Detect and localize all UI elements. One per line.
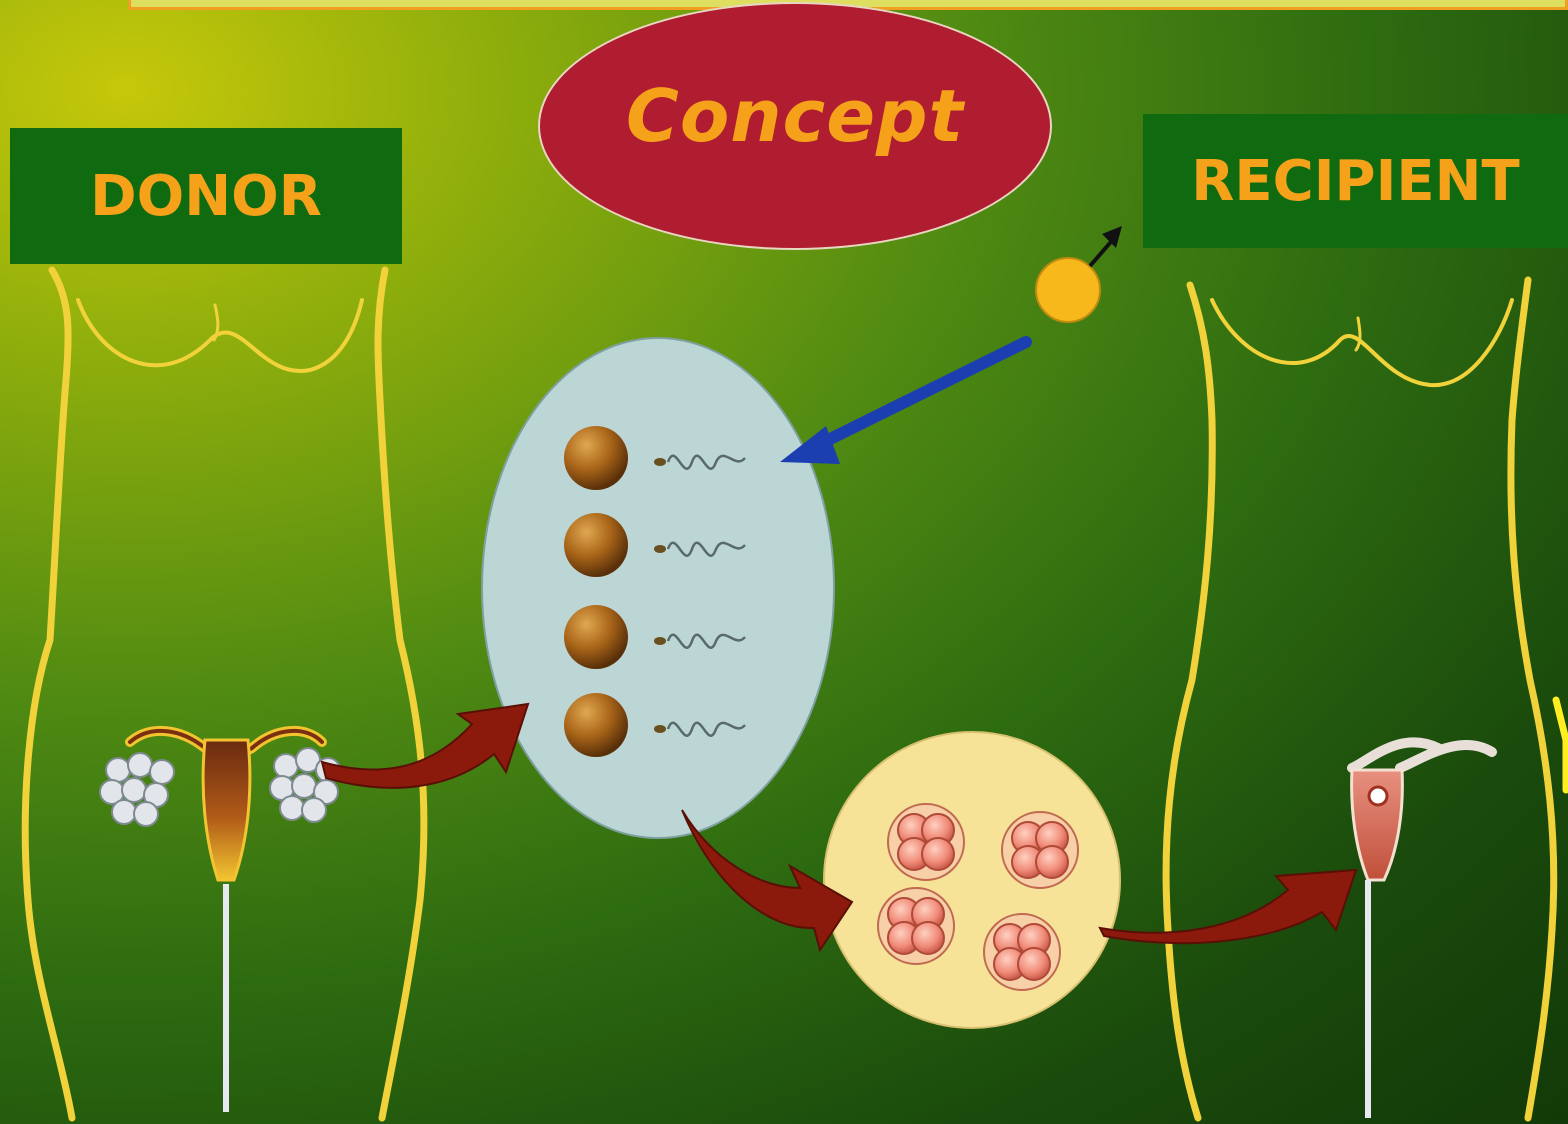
embryo-to-recipient-arrow (1098, 868, 1358, 945)
donor-body-outline (21, 266, 428, 1122)
embryo-cluster (877, 803, 1079, 991)
oocyte-culture-dish (481, 337, 835, 839)
donor-label: DONOR (90, 163, 322, 229)
donor-to-dish-arrow (320, 702, 530, 789)
donor-ovary-left (99, 752, 175, 827)
page-title: Concept (625, 74, 965, 158)
sperm-input-arrow (780, 336, 1032, 464)
donor-label-box: DONOR (10, 128, 402, 264)
recipient-body-outline (1162, 276, 1568, 1122)
sperm-cells (654, 454, 746, 737)
red-transfer-arrows (320, 702, 1358, 953)
recipient-label-box: RECIPIENT (1143, 114, 1568, 248)
male-symbol-icon (1035, 226, 1122, 323)
concept-title-ellipse: Concept (538, 2, 1052, 250)
oocyte-row (564, 426, 628, 757)
donor-ovary-right (269, 747, 341, 823)
embryo-dish (823, 731, 1121, 1029)
donor-uterus-ovaries-illustration (99, 726, 341, 1112)
recipient-uterus-illustration (1347, 737, 1497, 1118)
recipient-label: RECIPIENT (1191, 148, 1520, 214)
dish-to-embryo-arrow (681, 809, 854, 953)
